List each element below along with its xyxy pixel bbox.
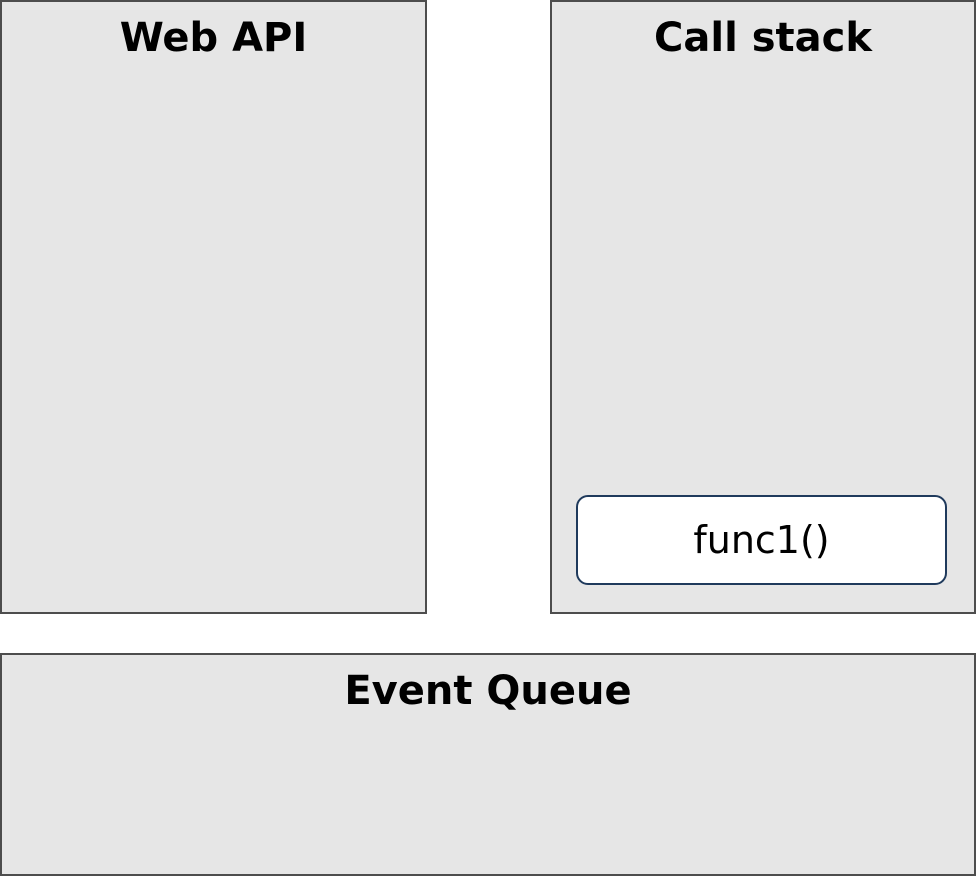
call-stack-panel: Call stack func1() — [550, 0, 976, 614]
call-stack-frame-label: func1() — [693, 518, 830, 562]
event-queue-title: Event Queue — [344, 668, 632, 714]
web-api-panel: Web API — [0, 0, 427, 614]
call-stack-frame: func1() — [576, 495, 947, 585]
event-queue-panel: Event Queue — [0, 653, 976, 876]
call-stack-title: Call stack — [654, 15, 872, 61]
web-api-title: Web API — [119, 15, 308, 61]
